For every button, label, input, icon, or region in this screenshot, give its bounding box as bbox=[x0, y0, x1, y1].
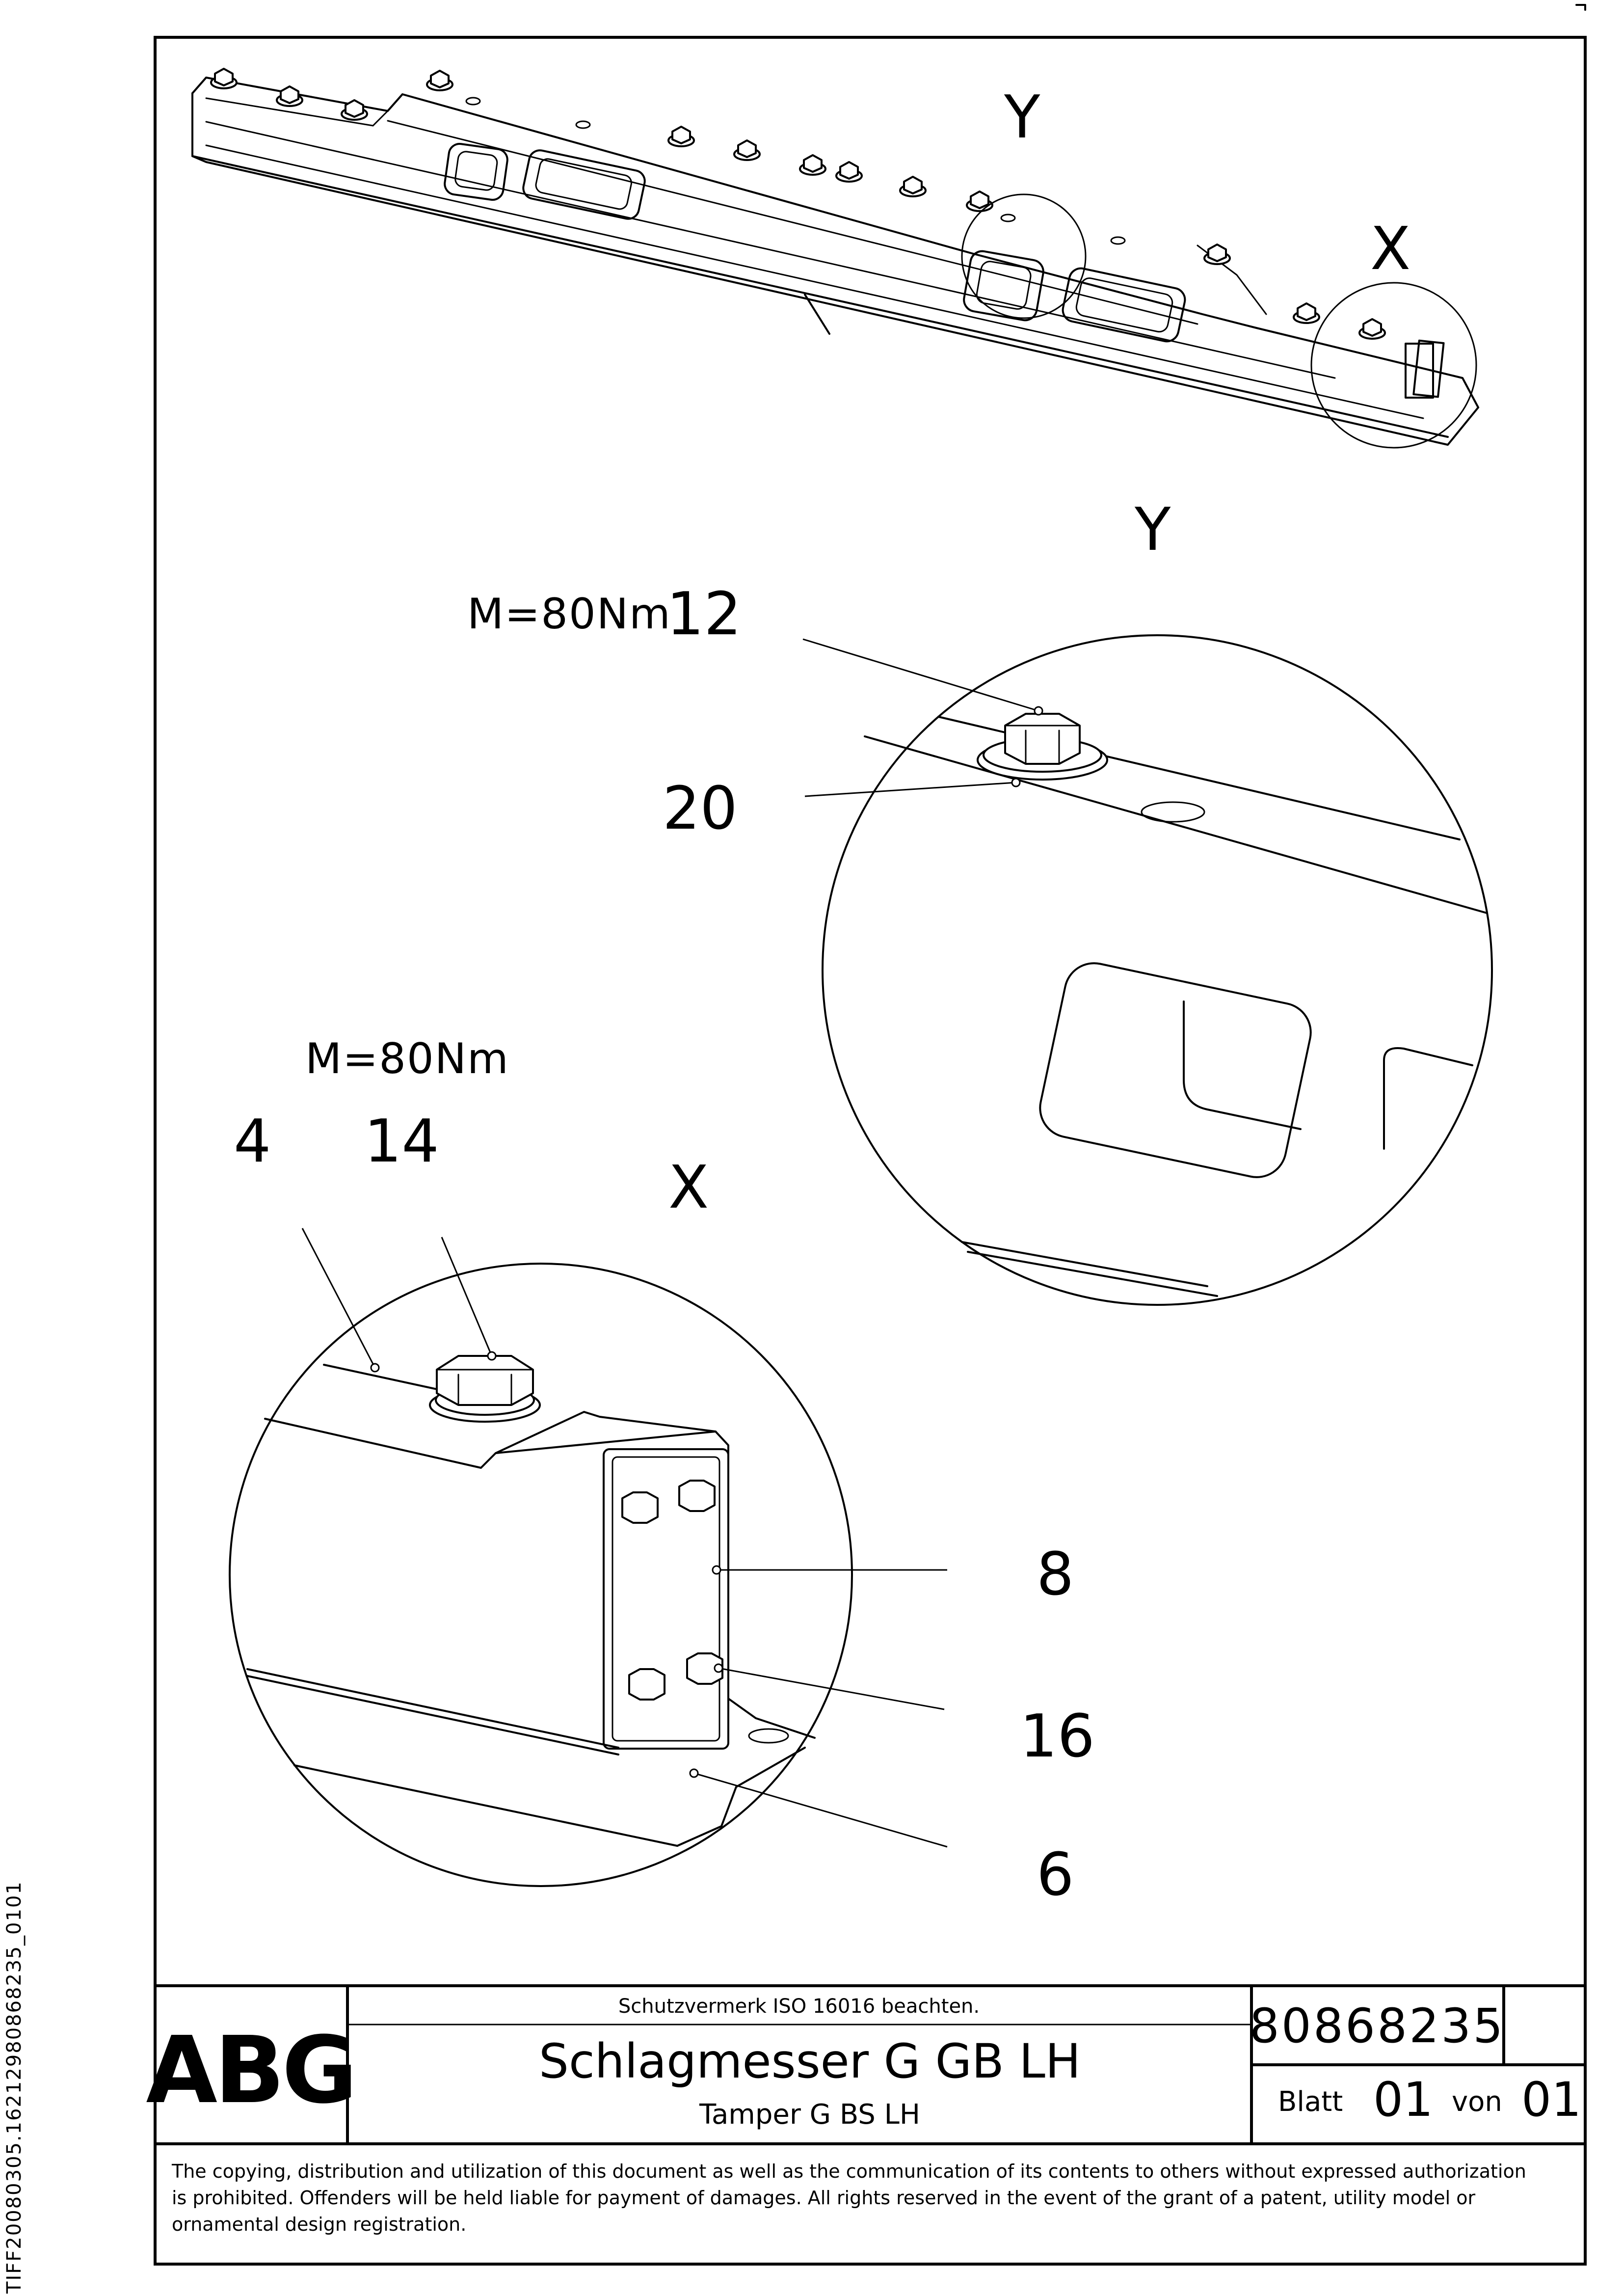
of-label: von bbox=[1452, 2086, 1502, 2118]
detail-circle-x bbox=[1310, 282, 1477, 449]
copyright-line-3: ornamental design registration. bbox=[172, 2214, 466, 2235]
callout-6: 6 bbox=[1037, 1841, 1074, 1909]
callout-14: 14 bbox=[364, 1107, 439, 1176]
overview-marker-y: Y bbox=[1004, 83, 1040, 152]
detail-y-title: Y bbox=[1134, 496, 1171, 564]
leader-20 bbox=[804, 782, 1016, 797]
detail-view-x: X M=80Nm 4 14 8 16 bbox=[229, 1034, 1095, 1909]
callout-16: 16 bbox=[1020, 1702, 1095, 1771]
detail-y-circle bbox=[822, 634, 1493, 1306]
detail-x-plate-bolts bbox=[621, 1480, 723, 1701]
overview-bolts bbox=[210, 68, 1386, 340]
callout-8: 8 bbox=[1037, 1540, 1074, 1609]
leader-16 bbox=[718, 1667, 945, 1710]
leader-14 bbox=[441, 1237, 493, 1356]
detail-x-title: X bbox=[668, 1154, 709, 1222]
part-number: 80868235 bbox=[1250, 1999, 1505, 2053]
title-block: ABG Schutzvermerk ISO 16016 beachten. Sc… bbox=[146, 1986, 1585, 2235]
detail-x-circle bbox=[229, 1263, 853, 1887]
sheet-number: 01 bbox=[1373, 2072, 1433, 2127]
drawing-title: Schlagmesser G GB LH bbox=[539, 2034, 1081, 2089]
drawing-subtitle: Tamper G BS LH bbox=[699, 2099, 920, 2131]
detail-y-bolt bbox=[977, 713, 1108, 781]
detail-x-bolt bbox=[429, 1355, 541, 1423]
callout-20: 20 bbox=[663, 775, 738, 843]
copyright-line-1: The copying, distribution and utilizatio… bbox=[171, 2161, 1526, 2182]
detail-view-y: Y M=80Nm 12 20 bbox=[467, 496, 1493, 1306]
leader-4 bbox=[301, 1228, 376, 1368]
overview-marker-x: X bbox=[1370, 215, 1410, 283]
detail-y-torque: M=80Nm bbox=[467, 590, 671, 639]
overview-beam: Y X bbox=[191, 68, 1479, 449]
copyright-line-2: is prohibited. Offenders will be held li… bbox=[172, 2187, 1476, 2209]
callout-12: 12 bbox=[666, 580, 742, 648]
title-block-logo: ABG bbox=[146, 2017, 354, 2124]
sheet-label: Blatt bbox=[1278, 2086, 1343, 2118]
protection-note: Schutzvermerk ISO 16016 beachten. bbox=[618, 1995, 980, 2018]
detail-x-torque: M=80Nm bbox=[305, 1034, 509, 1083]
drawing-border bbox=[154, 36, 1587, 2266]
margin-id: TIFF20080305.162129808682З5_0101 bbox=[3, 1881, 26, 2294]
callout-4: 4 bbox=[234, 1107, 271, 1176]
leader-12 bbox=[802, 638, 1039, 712]
leader-6 bbox=[693, 1772, 948, 1848]
sheet-total: 01 bbox=[1521, 2072, 1581, 2127]
detail-circle-y bbox=[961, 193, 1087, 319]
